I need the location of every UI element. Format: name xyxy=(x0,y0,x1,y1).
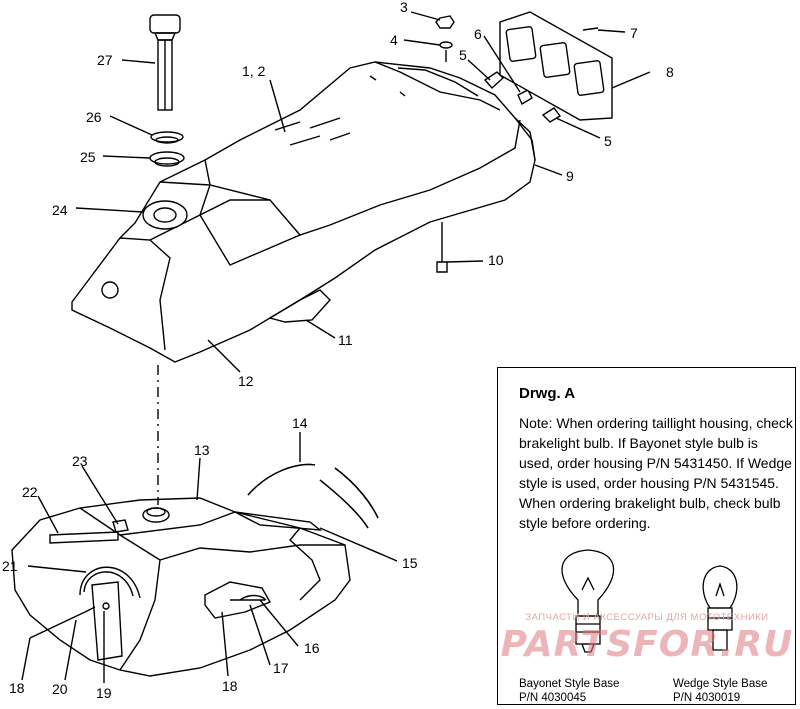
gasket-26 xyxy=(150,131,184,143)
label-16: 16 xyxy=(304,640,320,656)
label-18-right: 18 xyxy=(222,678,238,694)
screw-7 xyxy=(582,27,599,31)
label-14: 14 xyxy=(292,415,308,431)
label-9: 9 xyxy=(566,168,574,184)
bayonet-part-number: P/N 4030045 xyxy=(519,692,587,704)
label-24: 24 xyxy=(52,202,68,218)
note-title: Drwg. A xyxy=(519,385,576,402)
label-8: 8 xyxy=(666,64,674,80)
wedge-name: Wedge Style Base xyxy=(673,678,768,690)
label-1-2: 1, 2 xyxy=(242,63,266,79)
fuel-cap-gauge xyxy=(149,14,181,111)
bulb-illustrations xyxy=(561,549,738,653)
drawing-a-note-box: Drwg. A Note: When ordering taillight ho… xyxy=(497,367,796,705)
label-22: 22 xyxy=(22,484,38,500)
label-7: 7 xyxy=(630,25,638,41)
bayonet-bulb-icon xyxy=(561,549,615,653)
taillight-lens-8 xyxy=(499,11,613,121)
label-6: 6 xyxy=(474,26,482,42)
bolt-10 xyxy=(436,222,448,273)
watermark-tagline: ЗАПЧАСТИ И АКСЕССУАРЫ ДЛЯ МОТОТЕХНИКИ xyxy=(525,612,769,623)
label-15: 15 xyxy=(402,555,418,571)
note-text: Note: When ordering taillight housing, c… xyxy=(519,415,793,531)
label-3: 3 xyxy=(400,0,408,15)
label-11: 11 xyxy=(338,332,353,348)
washer-4 xyxy=(439,41,453,49)
label-25: 25 xyxy=(80,149,96,165)
wedge-part-number: P/N 4030019 xyxy=(673,692,741,704)
bayonet-name: Bayonet Style Base xyxy=(519,678,620,690)
watermark-logo: PARTSFOR.RU xyxy=(500,624,794,665)
label-5-bottom: 5 xyxy=(604,133,612,149)
label-13: 13 xyxy=(194,442,210,458)
fuel-tank-assembly xyxy=(11,497,351,677)
wedge-label: Wedge Style Base P/N 4030019 xyxy=(673,677,767,705)
label-17: 17 xyxy=(273,660,289,676)
label-5-top: 5 xyxy=(459,47,467,63)
label-4: 4 xyxy=(390,32,398,48)
leader-lines xyxy=(21,11,651,683)
label-20: 20 xyxy=(52,681,68,697)
nut-3 xyxy=(435,15,455,29)
label-10: 10 xyxy=(488,252,504,268)
label-27: 27 xyxy=(97,52,113,68)
gasket-26-inner xyxy=(155,136,179,144)
label-12: 12 xyxy=(238,373,254,389)
wedge-bulb-icon xyxy=(702,565,738,651)
seat-cover-assembly xyxy=(71,61,536,363)
clamp-17 xyxy=(239,594,267,601)
label-21: 21 xyxy=(2,558,18,574)
label-23: 23 xyxy=(72,453,88,469)
label-19: 19 xyxy=(96,685,112,701)
part-labels: 1, 2 3 4 5 5 6 7 8 9 10 11 12 13 14 15 1… xyxy=(2,0,674,701)
rubber-strips-14 xyxy=(247,463,379,529)
bulbs-5-6 xyxy=(483,71,562,123)
label-18-left: 18 xyxy=(9,680,25,696)
seal-25-inner xyxy=(154,157,180,167)
label-26: 26 xyxy=(86,109,102,125)
bayonet-label: Bayonet Style Base P/N 4030045 xyxy=(519,677,619,705)
